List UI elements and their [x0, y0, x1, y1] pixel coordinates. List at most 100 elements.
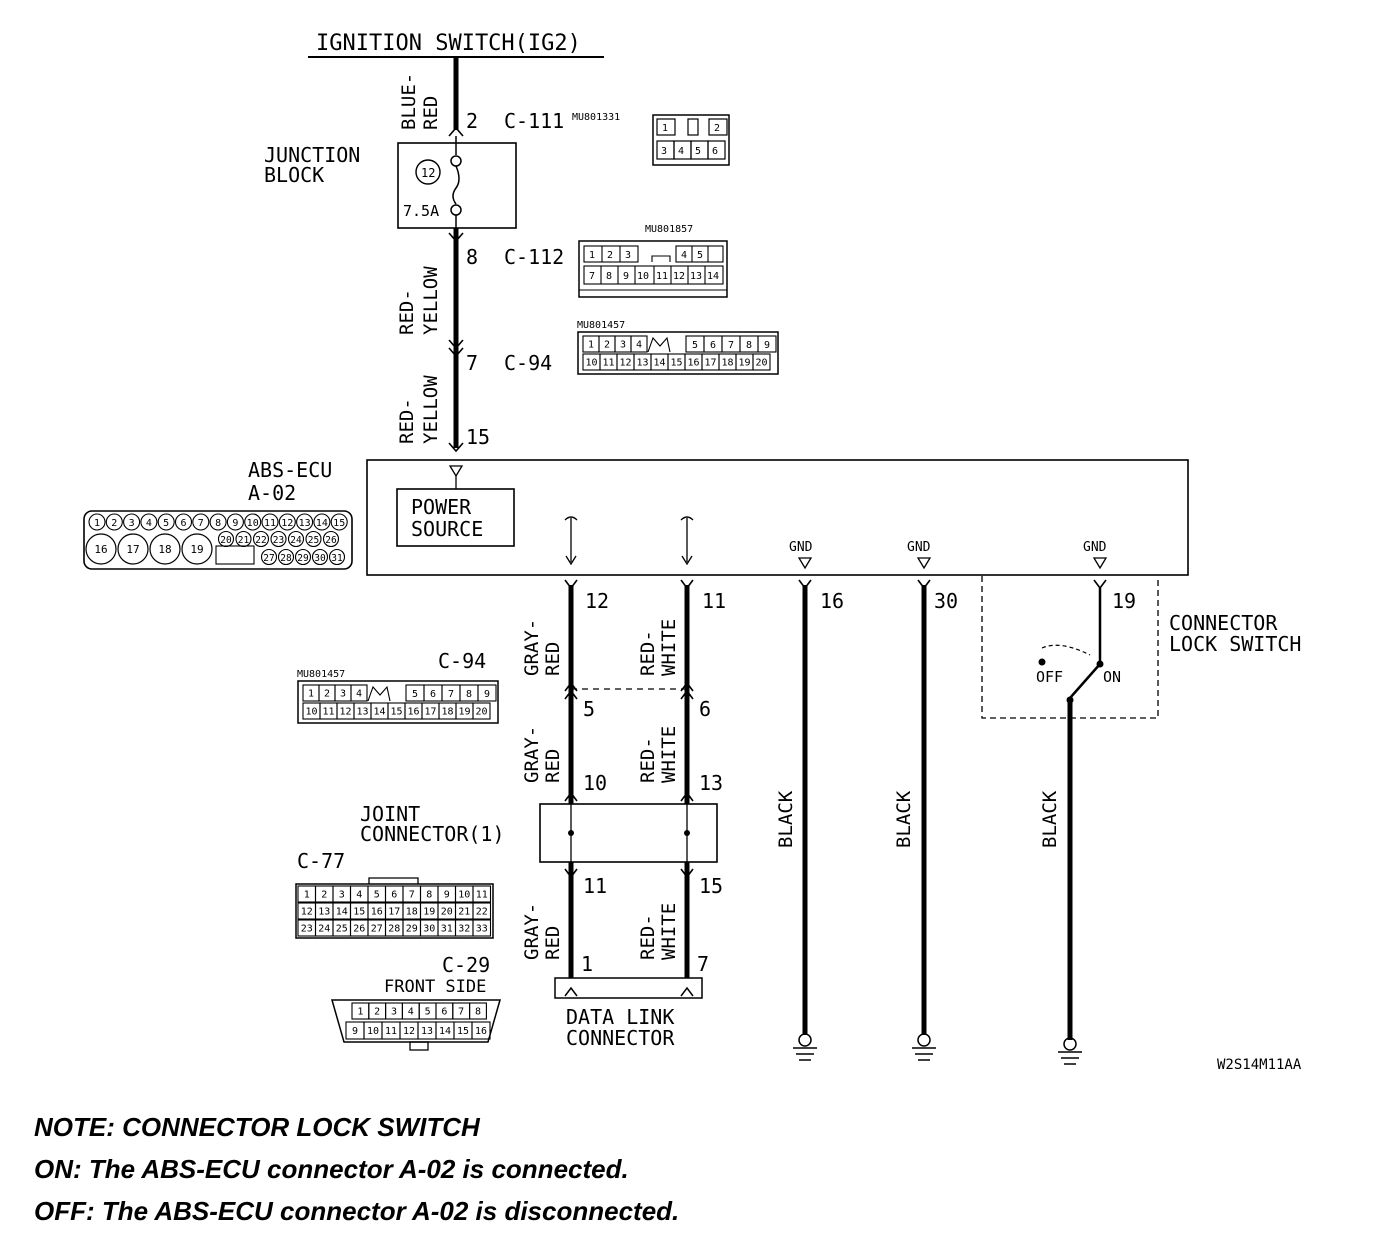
pin-cell: 4	[356, 689, 362, 700]
data-link-connector: DATA LINK CONNECTOR	[554, 977, 703, 1050]
pin-cell: 5	[374, 890, 380, 901]
wire-color-black-19: BLACK	[1039, 790, 1061, 848]
ignition-switch: IGNITION SWITCH(IG2)	[308, 31, 604, 58]
pin-15b: 15	[699, 874, 723, 898]
pin-cell: 30	[423, 924, 435, 935]
pin-cell: 11	[264, 518, 276, 529]
pin-cell: 12	[339, 707, 351, 718]
pin-cell: 10	[305, 707, 317, 718]
pin-cell: 7	[458, 1007, 464, 1018]
svg-text:5: 5	[695, 146, 701, 157]
pin-cell: 17	[126, 543, 139, 556]
pin-cell: 11	[476, 890, 488, 901]
svg-text:RED-: RED-	[637, 914, 659, 960]
junction-block: JUNCTION BLOCK 12 7.5A	[264, 136, 517, 232]
junction-block-label-2: BLOCK	[264, 163, 324, 187]
wire-color-black-16: BLACK	[775, 790, 797, 848]
pin-cell: 16	[407, 707, 419, 718]
pin-cell: 19	[458, 707, 470, 718]
svg-text:4: 4	[678, 146, 684, 157]
svg-text:3: 3	[661, 146, 667, 157]
svg-text:2: 2	[607, 250, 613, 261]
power-source-label-1: POWER	[411, 495, 472, 519]
pin-cell: 7	[409, 890, 415, 901]
pin-cell: 8	[466, 689, 472, 700]
note-title: NOTE: CONNECTOR LOCK SWITCH	[34, 1112, 480, 1142]
pin-cell: 9	[764, 340, 770, 351]
svg-text:1: 1	[589, 250, 595, 261]
pin-cell: 5	[412, 689, 418, 700]
ecu-label-2: A-02	[248, 481, 296, 505]
pin-cell: 12	[619, 358, 631, 369]
svg-text:3: 3	[625, 250, 631, 261]
pin-cell: 3	[620, 340, 626, 351]
svg-text:RED: RED	[542, 749, 564, 783]
pin-cell: 23	[273, 535, 284, 546]
pin-cell: 1	[308, 689, 314, 700]
pin-cell: 18	[158, 543, 171, 556]
pin-cell: 14	[336, 907, 348, 918]
pin-cell: 31	[441, 924, 453, 935]
dlc-label-1: DATA LINK	[566, 1005, 674, 1029]
pin-cell: 5	[692, 340, 698, 351]
svg-text:RED: RED	[542, 642, 564, 676]
pin-cell: 31	[331, 553, 343, 564]
pin-cell: 26	[353, 924, 365, 935]
pin-cell: 2	[324, 689, 330, 700]
pin-cell: 20	[441, 907, 453, 918]
svg-text:6: 6	[712, 146, 718, 157]
pin-cell: 15	[333, 518, 345, 529]
pin-cell: 28	[388, 924, 400, 935]
ground-icon-30	[912, 1033, 936, 1061]
pin-10: 10	[583, 771, 607, 795]
pin-cell: 1	[588, 340, 594, 351]
pin-15: 15	[466, 425, 490, 449]
pin-12: 12	[585, 589, 609, 613]
svg-text:4: 4	[681, 250, 687, 261]
svg-text:RED-: RED-	[637, 630, 659, 676]
pin-cell: 22	[255, 535, 266, 546]
power-source-label-2: SOURCE	[411, 517, 483, 541]
pin-cell: 6	[391, 890, 397, 901]
svg-text:WHITE: WHITE	[658, 903, 680, 960]
pin-cell: 18	[406, 907, 418, 918]
pin-cell: 17	[424, 707, 436, 718]
pin-cell: 21	[238, 535, 250, 546]
svg-text:8: 8	[606, 271, 612, 282]
abs-ecu: ABS-ECU A-02 POWER SOURCE GND GND GND	[248, 458, 1189, 576]
fuse-icon	[452, 165, 460, 205]
pin-cell: 8	[426, 890, 432, 901]
pin-cell: 16	[371, 907, 383, 918]
svg-text:GRAY-: GRAY-	[521, 903, 543, 960]
pin-cell: 6	[430, 689, 436, 700]
pin-cell: 9	[232, 518, 238, 529]
pin-7: 7	[466, 351, 478, 375]
junction-block-label-1: JUNCTION	[264, 143, 360, 167]
pin-cell: 13	[299, 518, 311, 529]
power-source-box	[396, 488, 515, 547]
pin-cell: 9	[444, 890, 450, 901]
pin-16: 16	[820, 589, 844, 613]
pin-cell: 10	[247, 518, 259, 529]
pin-2: 2	[466, 109, 478, 133]
pin-cell: 2	[111, 518, 117, 529]
svg-text:GRAY-: GRAY-	[521, 726, 543, 783]
pin-cell: 10	[585, 358, 597, 369]
pin-cell: 20	[755, 358, 767, 369]
connector-c94-label: C-94	[504, 351, 552, 375]
pin-cell: 2	[321, 890, 327, 901]
svg-text:9: 9	[623, 271, 629, 282]
connector-c112-label: C-112	[504, 245, 564, 269]
pin-cell: 19	[190, 543, 203, 556]
joint-label-1: JOINT	[360, 802, 420, 826]
pin-cell: 12	[301, 907, 313, 918]
lower-pin-numbers: 12 11 16 30 19 5 6 10 13 11 15 1 7	[581, 589, 1136, 976]
connector-c94-part: MU801457	[577, 320, 625, 331]
lock-switch-label-1: CONNECTOR	[1169, 611, 1278, 635]
dlc-label-2: CONNECTOR	[566, 1026, 675, 1050]
ecu-box	[366, 459, 1189, 576]
pin-cell: 3	[391, 1007, 397, 1018]
pin-cell: 6	[441, 1007, 447, 1018]
pin-cell: 8	[215, 518, 221, 529]
